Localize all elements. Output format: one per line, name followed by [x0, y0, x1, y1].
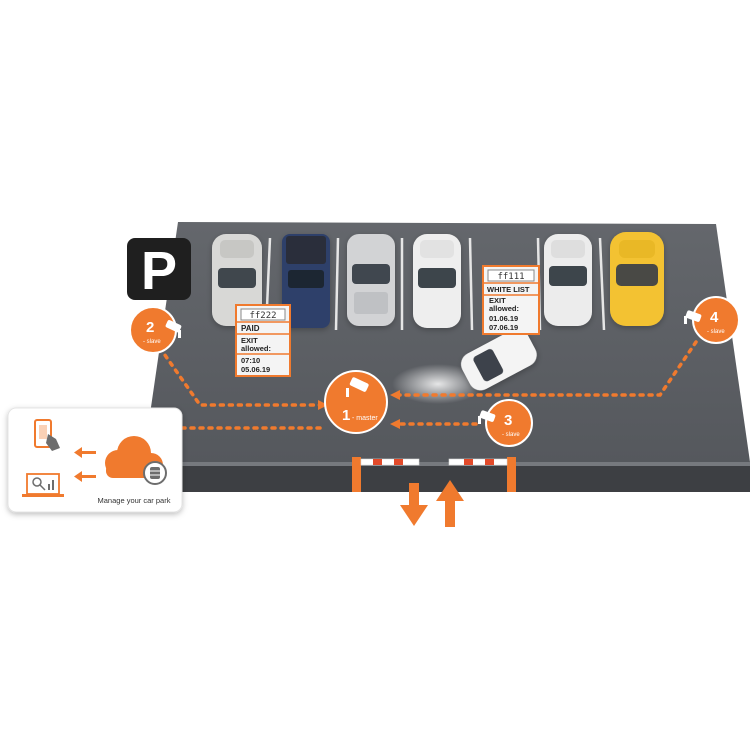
camera-3-role: - slave: [502, 432, 520, 438]
ticket-right-allowed: allowed:: [489, 304, 519, 313]
camera-icon: [684, 310, 702, 324]
camera-4-number: 4: [710, 309, 719, 326]
laptop-analytics-icon: [22, 473, 64, 497]
camera-3-number: 3: [504, 412, 512, 429]
ticket-right-exit: EXIT: [489, 296, 506, 305]
ticket-right: ff111 WHITE LIST EXIT allowed: 01.06.19 …: [482, 265, 540, 335]
camera-2-role: - slave: [143, 339, 161, 345]
ticket-right-date-from: 01.06.19: [489, 314, 518, 323]
camera-4-slave: 4 - slave: [684, 296, 740, 344]
camera-4-role: - slave: [707, 329, 725, 335]
camera-1-role: - master: [352, 415, 378, 422]
camera-2-number: 2: [146, 319, 154, 336]
camera-2-slave: 2 - slave: [129, 306, 182, 354]
ticket-left-time: 07:10: [241, 356, 260, 365]
camera-1-master: 1 - master: [324, 370, 388, 434]
ticket-right-date-to: 07.06.19: [489, 323, 518, 332]
ticket-left-exit: EXIT: [241, 336, 258, 345]
parking-sign-icon: P: [127, 238, 191, 301]
ticket-left-plate: ff222: [249, 311, 276, 321]
camera-1-number: 1: [342, 407, 350, 424]
parked-car-3: [347, 234, 395, 326]
cloud-panel-caption: Manage your car park: [98, 496, 171, 505]
camera-3-slave: 3 - slave: [478, 399, 533, 447]
parked-car-1: [212, 234, 262, 326]
ticket-right-status: WHITE LIST: [487, 285, 530, 294]
arrow-up-icon: [436, 480, 464, 527]
ticket-left-status: PAID: [241, 324, 260, 333]
parked-car-4: [413, 234, 461, 328]
camera-icon: [478, 410, 496, 424]
panel-arrows: [74, 447, 96, 482]
barrier-icon: [352, 457, 516, 492]
phone-touch-icon: [34, 419, 60, 451]
ticket-left-allowed: allowed:: [241, 344, 271, 353]
camera-icon: [165, 320, 182, 338]
arrow-down-icon: [400, 483, 428, 526]
parked-car-2: [282, 234, 330, 328]
ticket-left-date: 05.06.19: [241, 365, 270, 374]
camera-icon: [346, 377, 369, 397]
cloud-management-panel: Manage your car park: [7, 407, 183, 513]
database-icon: [143, 461, 167, 485]
data-flow-lines: [158, 340, 698, 430]
ticket-right-plate: ff111: [497, 272, 524, 282]
parked-car-5: [544, 234, 592, 326]
ticket-left: ff222 PAID EXIT allowed: 07:10 05.06.19: [235, 304, 291, 377]
parking-sign-letter: P: [141, 241, 177, 301]
parked-car-6-taxi: [610, 232, 664, 326]
